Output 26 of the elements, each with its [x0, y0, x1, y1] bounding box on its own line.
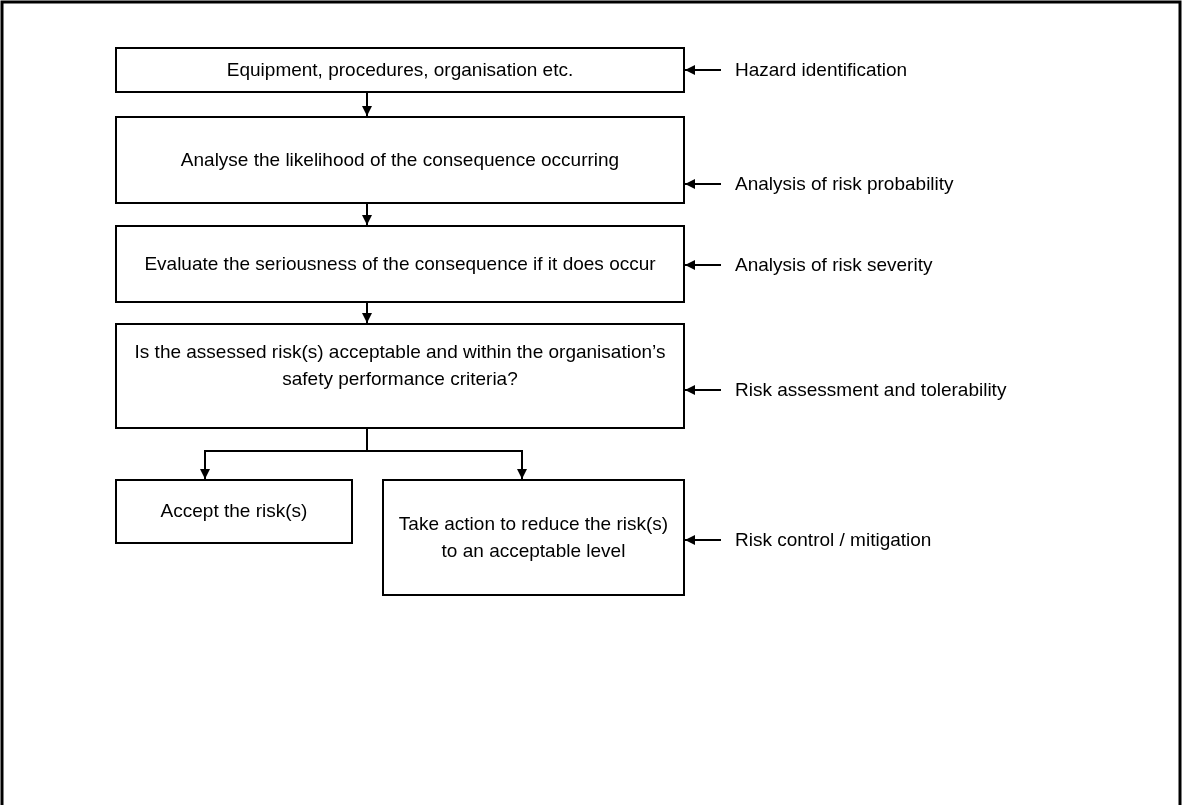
arrow [684, 385, 722, 395]
box-text: Accept the risk(s) [160, 499, 308, 524]
arrow [684, 535, 722, 545]
process-box [382, 479, 685, 596]
box-text: Evaluate the seriousness of the consequence if it does occur [144, 251, 656, 276]
process-box [115, 225, 685, 303]
box-text: Analyse the likelihood of the consequence occurring [180, 147, 620, 172]
arrow [362, 203, 372, 226]
process-box [115, 116, 685, 204]
arrow [362, 302, 372, 324]
box-text: Equipment, procedures, organisation etc. [226, 57, 574, 82]
arrow [684, 179, 722, 189]
stage-label: Risk assessment and tolerability [735, 377, 1007, 402]
arrow [362, 92, 372, 117]
process-box [115, 479, 353, 544]
arrow [366, 428, 527, 480]
process-box [115, 47, 685, 93]
stage-label: Hazard identification [735, 57, 908, 82]
box-text: Take action to reduce the risk(s) to an acceptable level [397, 511, 670, 563]
box-text: Is the assessed risk(s) acceptable and within the organisation’s safety performance criteria? [133, 340, 667, 391]
process-box [115, 323, 685, 429]
stage-label: Analysis of risk severity [735, 252, 933, 277]
stage-label: Risk control / mitigation [735, 527, 932, 552]
stage-label: Analysis of risk probability [735, 171, 954, 196]
arrow [684, 260, 722, 270]
arrow [684, 65, 722, 75]
